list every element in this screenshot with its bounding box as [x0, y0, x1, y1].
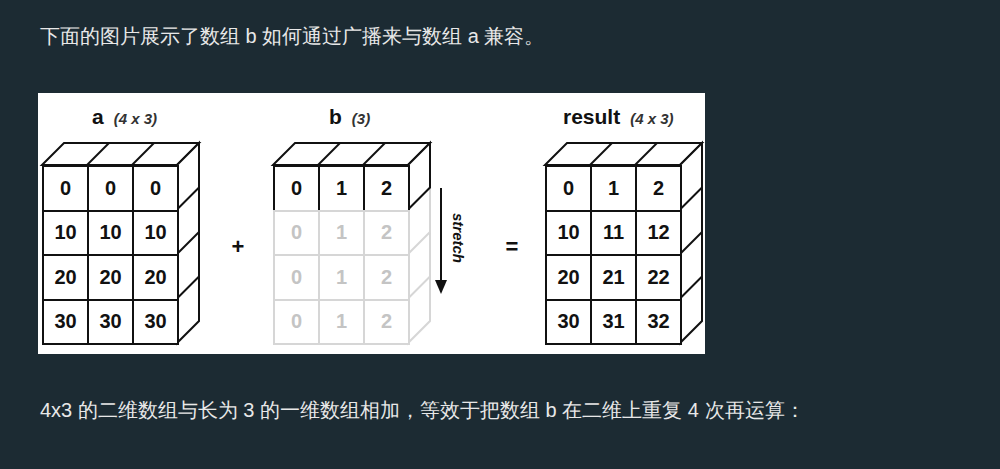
array-cell: 10	[132, 210, 179, 257]
figure-panel	[38, 93, 705, 354]
cell-value: 1	[608, 177, 619, 200]
array-cell: 1	[318, 299, 365, 346]
cell-value: 1	[336, 221, 347, 244]
array-name: b	[329, 105, 342, 129]
array-shape: (4 x 3)	[630, 110, 673, 127]
array-cell: 12	[635, 210, 682, 257]
array-cell: 2	[363, 210, 410, 257]
array-cell: 1	[590, 165, 637, 212]
array-cell: 1	[318, 254, 365, 301]
cell-value: 32	[647, 310, 669, 333]
cell-value: 1	[336, 266, 347, 289]
array-heading: a (4 x 3)	[92, 105, 157, 129]
array-block: result(4 x 3)012101112202122303132	[545, 165, 680, 343]
cell-value: 20	[54, 266, 76, 289]
operator-sign: =	[506, 234, 519, 260]
array-cell: 0	[132, 165, 179, 212]
array-cell: 10	[545, 210, 592, 257]
array-shape: (3)	[352, 110, 370, 127]
array-cell: 10	[42, 210, 89, 257]
cell-value: 10	[54, 221, 76, 244]
cell-value: 0	[291, 177, 302, 200]
array-block: b(3)012012012012	[273, 165, 408, 343]
cell-value: 20	[144, 266, 166, 289]
cell-value: 1	[336, 177, 347, 200]
cell-value: 10	[144, 221, 166, 244]
cell-value: 0	[105, 177, 116, 200]
cell-value: 30	[557, 310, 579, 333]
array-cell: 0	[42, 165, 89, 212]
cell-value: 12	[647, 221, 669, 244]
cell-value: 31	[602, 310, 624, 333]
array-cell: 30	[545, 299, 592, 346]
array-cell: 30	[42, 299, 89, 346]
array-cell: 0	[273, 210, 320, 257]
array-heading: result (4 x 3)	[563, 105, 674, 129]
cell-value: 0	[563, 177, 574, 200]
intro-text: 下面的图片展示了数组 b 如何通过广播来与数组 a 兼容。	[40, 20, 970, 53]
cell-value: 22	[647, 266, 669, 289]
array-name: a	[92, 105, 104, 129]
cell-value: 0	[291, 310, 302, 333]
cell-value: 2	[381, 177, 392, 200]
array-cell: 2	[363, 165, 410, 212]
array-cell: 2	[635, 165, 682, 212]
array-cell: 0	[273, 165, 320, 212]
array-cell: 20	[545, 254, 592, 301]
array-cell: 31	[590, 299, 637, 346]
cell-value: 0	[60, 177, 71, 200]
array-cell: 0	[545, 165, 592, 212]
array-cell: 2	[363, 299, 410, 346]
cell-value: 30	[144, 310, 166, 333]
stretch-label: stretch	[450, 213, 467, 263]
array-shape: (4 x 3)	[114, 110, 157, 127]
cell-value: 1	[336, 310, 347, 333]
array-cell: 0	[87, 165, 134, 212]
array-cell: 21	[590, 254, 637, 301]
array-cell: 32	[635, 299, 682, 346]
cell-value: 0	[150, 177, 161, 200]
array-cell: 10	[87, 210, 134, 257]
array-cell: 20	[132, 254, 179, 301]
array-block: a(4 x 3)000101010202020303030	[42, 165, 177, 343]
cell-value: 2	[653, 177, 664, 200]
array-cell: 1	[318, 210, 365, 257]
array-name: result	[563, 105, 620, 129]
cell-value: 10	[557, 221, 579, 244]
array-heading: b (3)	[329, 105, 370, 129]
array-cell: 20	[87, 254, 134, 301]
stretch-arrow	[435, 188, 447, 294]
array-cell: 0	[273, 254, 320, 301]
array-cell: 0	[273, 299, 320, 346]
cell-value: 11	[603, 221, 624, 244]
cell-value: 10	[99, 221, 121, 244]
cell-value: 30	[99, 310, 121, 333]
cell-value: 2	[381, 266, 392, 289]
array-cell: 30	[87, 299, 134, 346]
array-cell: 30	[132, 299, 179, 346]
cell-value: 0	[291, 266, 302, 289]
array-cell: 11	[590, 210, 637, 257]
array-cell: 22	[635, 254, 682, 301]
cell-value: 21	[602, 266, 624, 289]
operator-sign: +	[232, 234, 245, 260]
cell-value: 30	[54, 310, 76, 333]
caption-text: 4x3 的二维数组与长为 3 的一维数组相加，等效于把数组 b 在二维上重复 4…	[40, 394, 945, 427]
array-cell: 1	[318, 165, 365, 212]
cell-value: 2	[381, 310, 392, 333]
cell-value: 2	[381, 221, 392, 244]
cell-value: 20	[99, 266, 121, 289]
array-cell: 2	[363, 254, 410, 301]
cell-value: 0	[291, 221, 302, 244]
array-cell: 20	[42, 254, 89, 301]
cell-value: 20	[557, 266, 579, 289]
